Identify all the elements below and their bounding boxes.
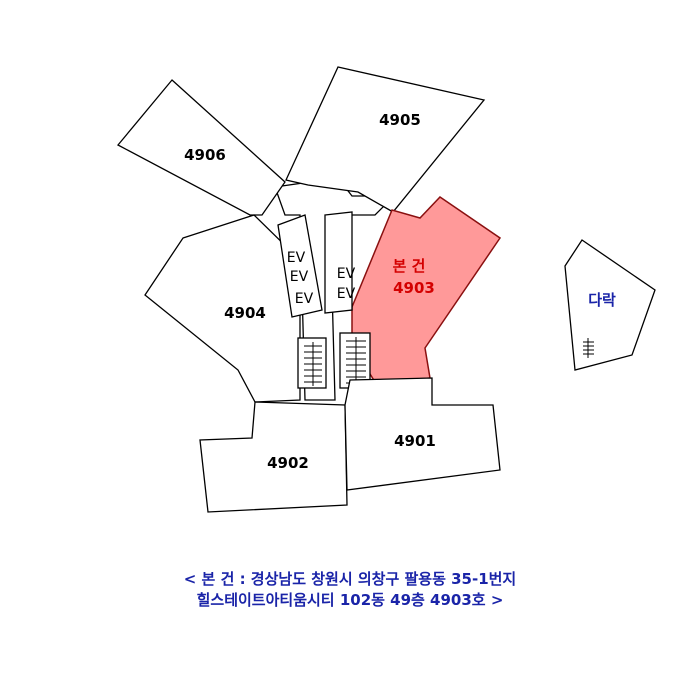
unit-4903: 본 건 4903 [351, 196, 502, 383]
unit-4902: 4902 [199, 401, 348, 513]
unit-4901-label: 4901 [394, 432, 436, 450]
annex-label: 다락 [588, 291, 616, 309]
unit-4904: 4904 [144, 214, 301, 403]
unit-4903-label: 4903 [393, 279, 435, 297]
ev-label-right-1: EV [337, 266, 356, 282]
ev-label-left-2: EV [290, 269, 309, 285]
caption-line-1: < 본 건 : 경상남도 창원시 의창구 팔용동 35-1번지 [183, 570, 517, 588]
unit-4906: 4906 [116, 79, 286, 216]
highlight-label: 본 건 [393, 257, 426, 275]
unit-4902-label: 4902 [267, 454, 309, 472]
caption-line-2: 힐스테이트아티움시티 102동 49층 4903호 > [196, 591, 504, 609]
floor-plan: 4906 4905 4904 본 건 4903 EV EV EV EV EV [116, 66, 656, 513]
unit-4901: 4901 [344, 377, 501, 491]
elevator-shaft-left: EV EV EV [277, 214, 323, 318]
unit-4905-label: 4905 [379, 111, 421, 129]
unit-4905: 4905 [285, 66, 486, 213]
annex-attic: 다락 [564, 239, 656, 371]
ev-label-left-3: EV [295, 291, 314, 307]
unit-4906-label: 4906 [184, 146, 226, 164]
stair-right [339, 332, 371, 389]
ev-label-left-1: EV [287, 250, 306, 266]
stair-left [297, 337, 327, 389]
elevator-shaft-right: EV EV [324, 211, 356, 314]
ev-label-right-2: EV [337, 286, 356, 302]
unit-4904-label: 4904 [224, 304, 266, 322]
